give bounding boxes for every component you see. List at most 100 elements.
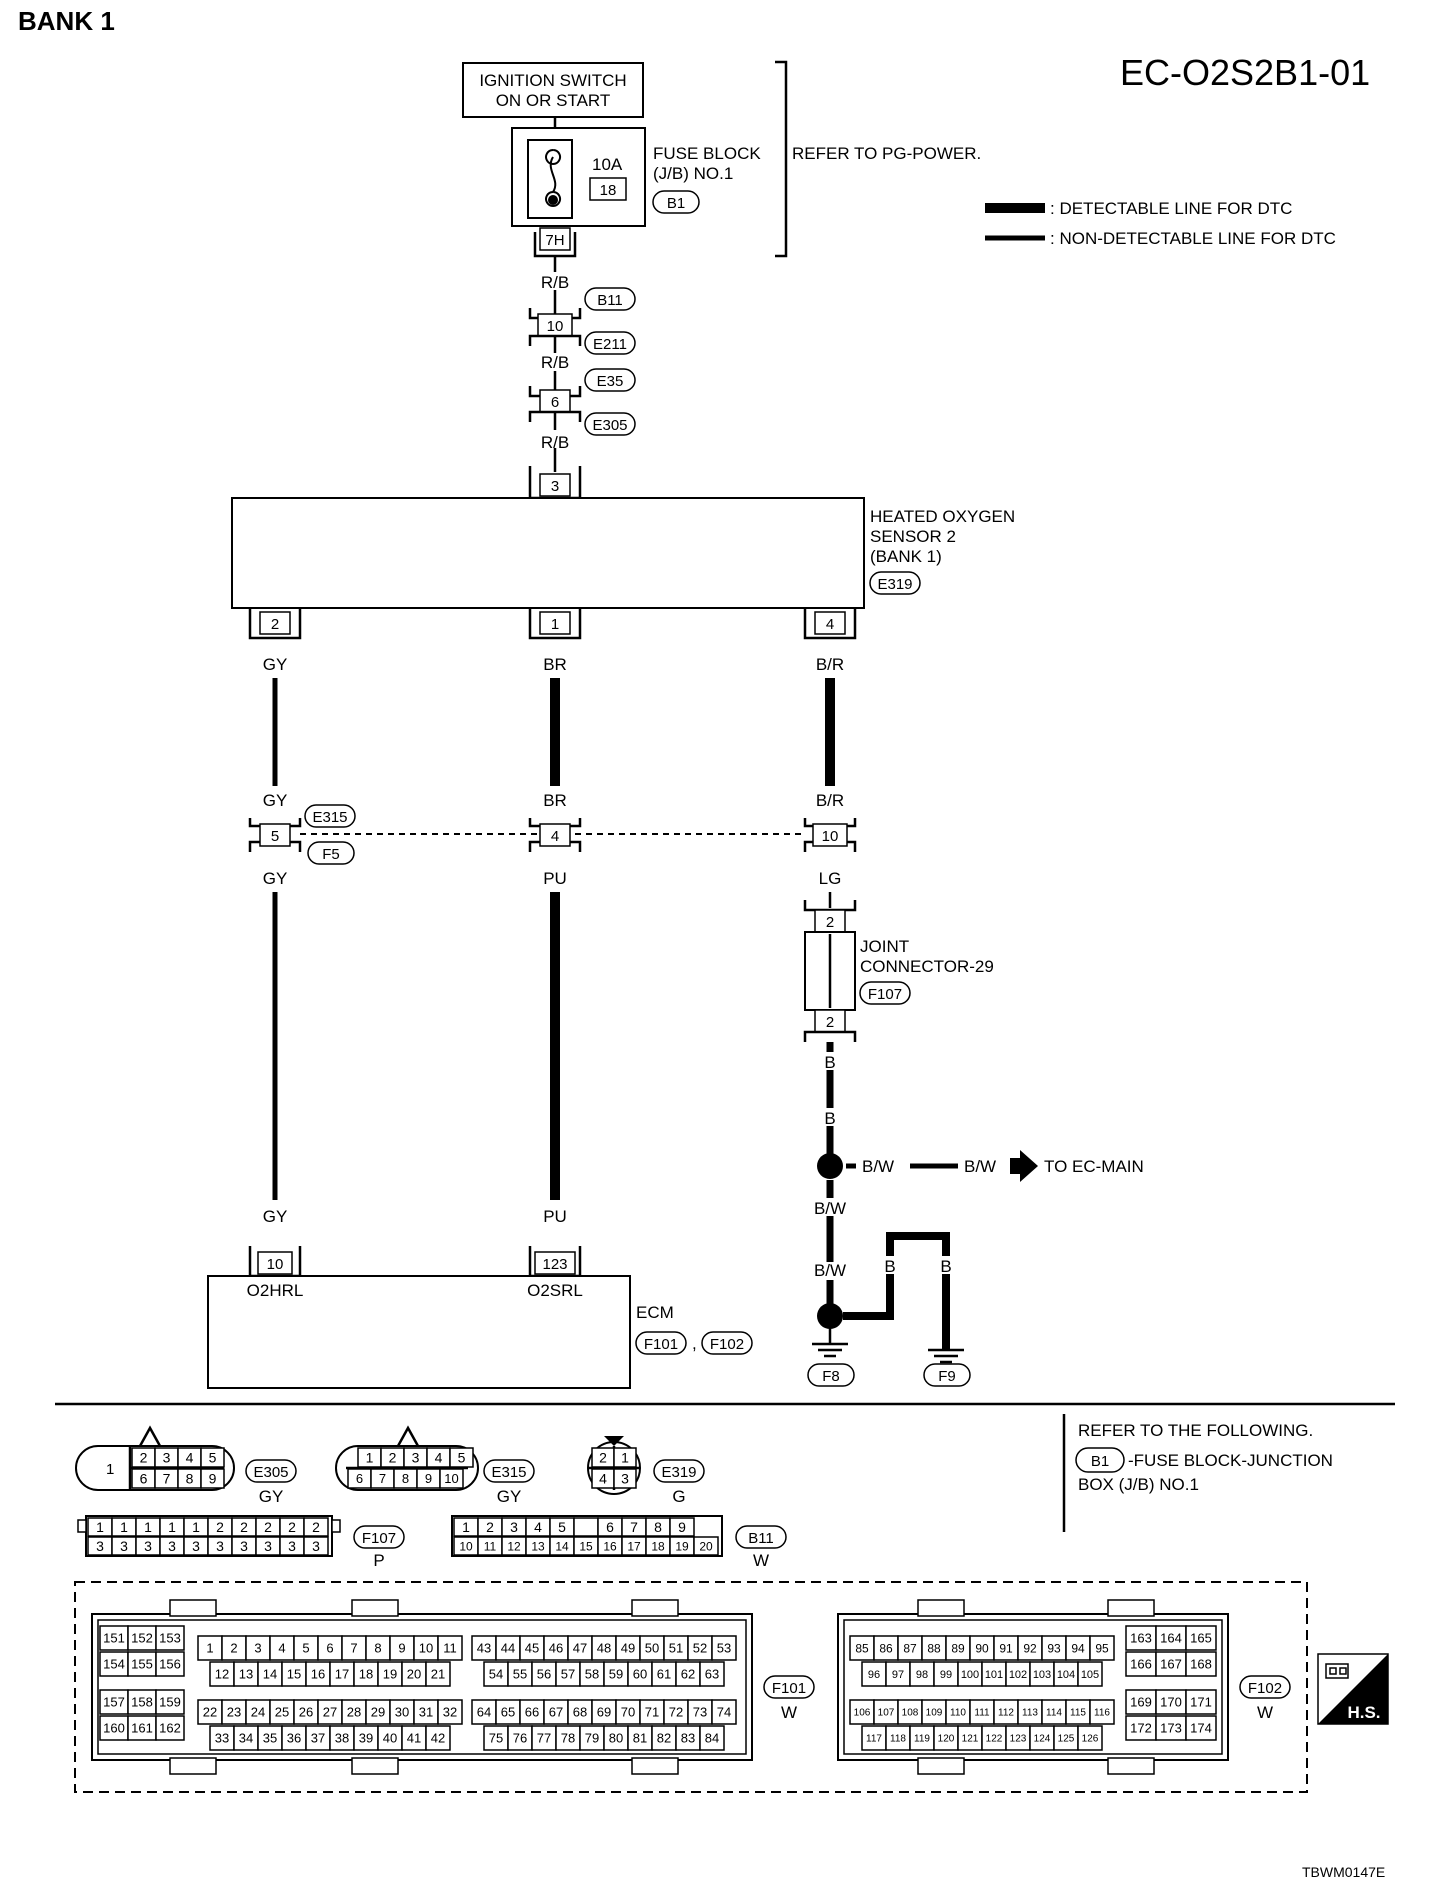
ecm-comma: , — [692, 1334, 697, 1353]
f107-id-oval — [353, 1525, 405, 1549]
e315-pin-bottom-1: 7 — [379, 1471, 386, 1486]
f101-f-0: 12 — [215, 1667, 229, 1682]
refer-bracket — [775, 60, 788, 258]
e315-pin-bottom-4: 10 — [444, 1471, 458, 1486]
sensor-pin-2-box — [259, 611, 291, 635]
f101-l-5: 80 — [609, 1731, 623, 1746]
f102-g-2: 171 — [1190, 1695, 1212, 1710]
joint-conn: F107 — [868, 986, 902, 1003]
f101-l-7-cell — [651, 1725, 677, 1751]
f102-d-1: 118 — [890, 1734, 906, 1745]
f102-d-8: 125 — [1058, 1734, 1075, 1745]
f107-pin-bottom-9: 3 — [312, 1538, 320, 1554]
f101-i-10: 53 — [717, 1641, 731, 1656]
b11-pin-top-4: 5 — [558, 1519, 566, 1535]
e305-pin-bottom-0: 6 — [140, 1471, 148, 1487]
f101-b-2: 156 — [159, 1657, 181, 1672]
pin-3-box — [539, 473, 571, 497]
f101-l-6-cell — [627, 1725, 653, 1751]
ecm-pin-123-box — [534, 1251, 576, 1275]
f101-j-1: 55 — [513, 1667, 527, 1682]
f102-a-8: 93 — [1047, 1641, 1061, 1655]
f101-d-0-cell — [99, 1715, 129, 1741]
f101-a-1-cell — [127, 1625, 157, 1651]
f101-e-6: 7 — [350, 1641, 357, 1656]
f102-e-0: 163 — [1130, 1631, 1152, 1646]
e305-pin-bottom-1: 7 — [163, 1471, 171, 1487]
f102-a-2: 87 — [903, 1641, 917, 1655]
f101-h-2: 35 — [263, 1731, 277, 1746]
f102-d-2-cell — [909, 1725, 935, 1751]
f101-d-1-cell — [127, 1715, 157, 1741]
f101-c-0: 157 — [103, 1695, 125, 1710]
f107-pin-bottom-3: 3 — [168, 1538, 176, 1554]
pin-4-bracket — [803, 608, 857, 640]
pin-10-supply: 10 — [547, 318, 564, 335]
ecm-label: ECM — [636, 1303, 674, 1322]
f101-d-2: 162 — [159, 1721, 181, 1736]
f101-i-1: 44 — [501, 1641, 515, 1656]
f102-g-0-cell — [1125, 1689, 1157, 1715]
f101-f-6-cell — [353, 1661, 379, 1687]
f101-g-10: 32 — [443, 1705, 457, 1720]
f102-a-6: 91 — [999, 1641, 1013, 1655]
f101-e-9: 10 — [419, 1641, 433, 1656]
f101-h-0: 33 — [215, 1731, 229, 1746]
f101-j-0-cell — [483, 1661, 509, 1687]
e305-id: E305 — [253, 1464, 288, 1481]
pin-2-bracket — [248, 608, 302, 640]
f102-c-9-cell — [1065, 1699, 1091, 1725]
wire-b-2: B — [824, 1109, 835, 1128]
f102-b-0-cell — [861, 1661, 887, 1687]
pin-6-bracket-bottom — [528, 410, 582, 422]
f101-e-4-cell — [293, 1635, 319, 1661]
f107-pin-top-2: 1 — [144, 1519, 152, 1535]
sensor-pin-1-box — [539, 611, 571, 635]
f101-i-6: 49 — [621, 1641, 635, 1656]
f101-d-0: 160 — [103, 1721, 125, 1736]
f101-b-1-cell — [127, 1651, 157, 1677]
wire-lg: LG — [819, 869, 842, 888]
wire-br-1: BR — [543, 655, 567, 674]
f101-k-4-cell — [567, 1699, 593, 1725]
f101-h-9: 42 — [431, 1731, 445, 1746]
f101-g-9-cell — [413, 1699, 439, 1725]
f102-a-0-cell — [849, 1635, 875, 1661]
f101-c-1: 158 — [131, 1695, 153, 1710]
wire-rb-3: R/B — [541, 433, 569, 452]
f102-d-6-cell — [1005, 1725, 1031, 1751]
f107-pin-top-5: 2 — [216, 1519, 224, 1535]
sensor-pin-4: 4 — [826, 616, 834, 633]
conn-b11-oval — [584, 287, 636, 311]
f101-i-3: 46 — [549, 1641, 563, 1656]
pin-3-sensor: 3 — [551, 478, 559, 495]
ecm-conn-f102-oval — [701, 1331, 753, 1355]
f102-c-5-cell — [969, 1699, 995, 1725]
wire-rb-1: R/B — [541, 273, 569, 292]
wire-b-4: B — [940, 1257, 951, 1276]
f101-g-10-cell — [437, 1699, 463, 1725]
harness-pin-5-box — [259, 823, 291, 847]
f101-k-2: 66 — [525, 1705, 539, 1720]
ecm-pin-123: 123 — [542, 1256, 567, 1273]
ignition-switch-label-1: IGNITION SWITCH — [479, 71, 626, 90]
image-id: TBWM0147E — [1302, 1864, 1385, 1880]
f101-id-oval — [763, 1675, 815, 1699]
b11-pin-top-3: 4 — [534, 1519, 542, 1535]
b11-pin-bottom-3: 13 — [531, 1539, 545, 1553]
f101-j-4: 58 — [585, 1667, 599, 1682]
b11-pin-bottom-6: 16 — [603, 1539, 617, 1553]
f102-a-7: 92 — [1023, 1641, 1037, 1655]
to-ec-main: TO EC-MAIN — [1044, 1157, 1144, 1176]
f102-a-5: 90 — [975, 1641, 989, 1655]
e305-id-oval — [245, 1459, 297, 1483]
f101-e-10-cell — [437, 1635, 463, 1661]
b11-pin-bottom-10: 20 — [699, 1539, 713, 1553]
f102-id-oval — [1239, 1675, 1291, 1699]
f101-g-7-cell — [365, 1699, 391, 1725]
f101-k-2-cell — [519, 1699, 545, 1725]
f102-c-8-cell — [1041, 1699, 1067, 1725]
e305-pin-top-2: 4 — [186, 1450, 194, 1466]
